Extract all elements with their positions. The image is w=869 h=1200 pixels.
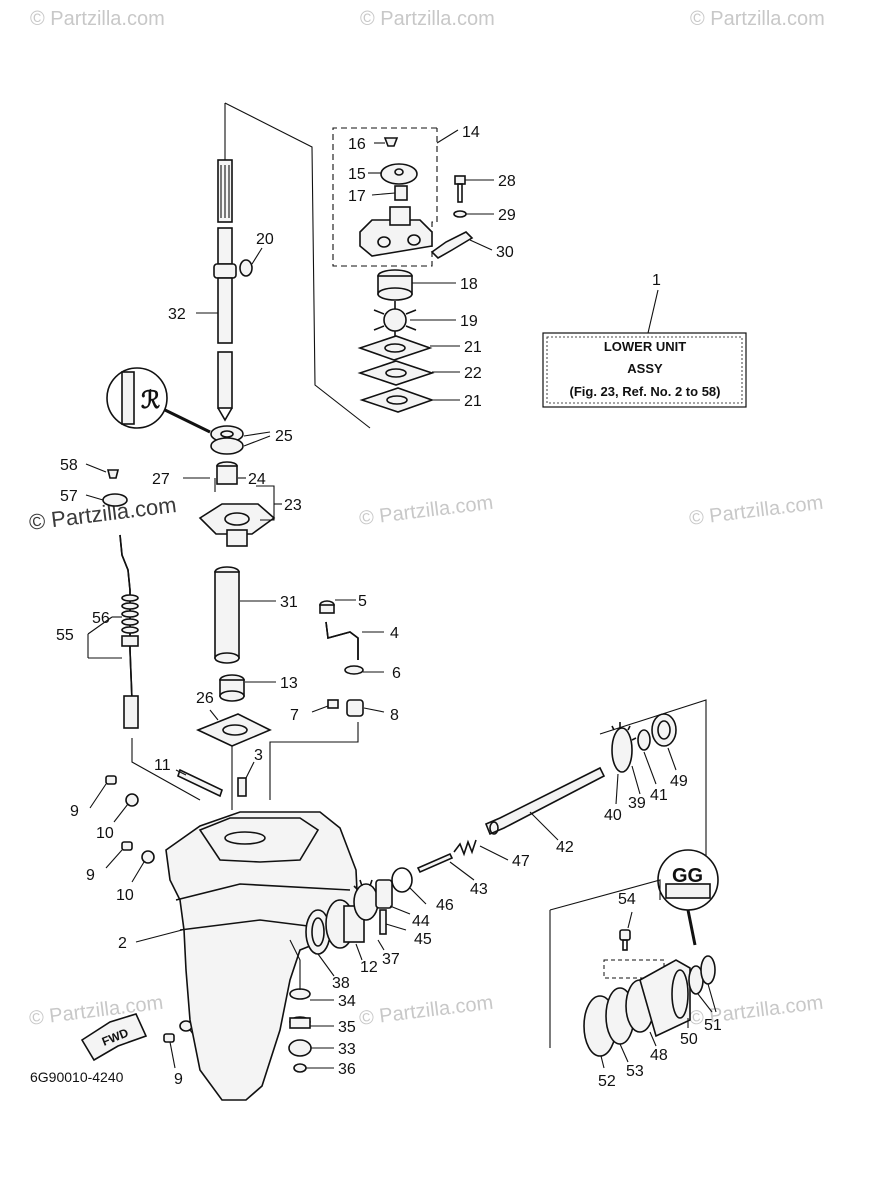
callout-10a: 10 (96, 825, 114, 842)
callout-10b: 10 (116, 887, 134, 904)
callout-51: 51 (704, 1017, 722, 1034)
detail-r-icon: ℛ (141, 387, 160, 414)
detail-circle-gg: GG (657, 849, 719, 946)
callout-9a: 9 (70, 803, 79, 820)
callout-39: 39 (628, 795, 646, 812)
propeller-shaft-group: 42 40 39 41 49 43 47 46 44 45 (375, 699, 707, 948)
callout-19: 19 (460, 313, 478, 330)
seal-25: 25 (210, 425, 293, 455)
watermark: © Partzilla.com (688, 492, 824, 530)
callout-54: 54 (618, 891, 636, 908)
drive-shaft-assembly: 20 32 (168, 102, 371, 429)
callout-21b: 21 (464, 393, 482, 410)
callout-56: 56 (92, 610, 110, 627)
pump-housing-23: 27 24 23 (152, 461, 302, 547)
callout-43: 43 (470, 881, 488, 898)
callout-8: 8 (390, 707, 399, 724)
watermark: © Partzilla.com (358, 992, 494, 1030)
callout-1: 1 (652, 272, 661, 289)
callout-52: 52 (598, 1073, 616, 1090)
callout-9b: 9 (86, 867, 95, 884)
callout-7: 7 (290, 707, 299, 724)
callout-46: 46 (436, 897, 454, 914)
callout-55: 55 (56, 627, 74, 644)
callout-34: 34 (338, 993, 356, 1010)
callout-44: 44 (412, 913, 430, 930)
water-tube-assembly: 5 4 6 7 8 (269, 593, 401, 800)
callout-5: 5 (358, 593, 367, 610)
callout-22: 22 (464, 365, 482, 382)
callout-33: 33 (338, 1041, 356, 1058)
callout-27: 27 (152, 471, 170, 488)
lower-unit-info-box: 1 LOWER UNIT ASSY (Fig. 23, Ref. No. 2 t… (542, 272, 747, 408)
callout-57: 57 (60, 488, 78, 505)
callout-21a: 21 (464, 339, 482, 356)
water-pump-assembly: 14 16 15 17 28 29 30 18 19 (332, 124, 516, 413)
watermark: © Partzilla.com (690, 8, 825, 30)
callout-6: 6 (392, 665, 401, 682)
callout-15: 15 (348, 166, 366, 183)
callout-47: 47 (512, 853, 530, 870)
callout-4: 4 (390, 625, 399, 642)
callout-36: 36 (338, 1061, 356, 1078)
callout-53: 53 (626, 1063, 644, 1080)
callout-41: 41 (650, 787, 668, 804)
callout-3: 3 (254, 747, 263, 764)
callout-25: 25 (275, 428, 293, 445)
callout-2: 2 (118, 935, 127, 952)
detail-gg-icon: GG (672, 865, 703, 887)
watermark: © Partzilla.com (360, 8, 495, 30)
callout-28: 28 (498, 173, 516, 190)
callout-18: 18 (460, 276, 478, 293)
callout-42: 42 (556, 839, 574, 856)
callout-20: 20 (256, 231, 274, 248)
callout-24: 24 (248, 471, 266, 488)
callout-35: 35 (338, 1019, 356, 1036)
tube-31-and-seal: 31 13 26 (195, 566, 298, 747)
callout-13: 13 (280, 675, 298, 692)
callout-14: 14 (462, 124, 480, 141)
callout-50: 50 (680, 1031, 698, 1048)
callout-29: 29 (498, 207, 516, 224)
callout-40: 40 (604, 807, 622, 824)
watermark: © Partzilla.com (358, 492, 494, 530)
callout-31: 31 (280, 594, 298, 611)
callout-17: 17 (348, 188, 366, 205)
callout-49: 49 (670, 773, 688, 790)
callout-26: 26 (196, 690, 214, 707)
info-line-2: ASSY (627, 361, 663, 376)
pinion-gear-group: 38 12 37 34 35 33 36 (288, 879, 400, 1078)
callout-45: 45 (414, 931, 432, 948)
shift-rod-assembly: 58 57 56 55 (56, 457, 201, 801)
callout-11: 11 (154, 757, 171, 774)
bearing-housing-group: 54 52 53 48 50 51 (549, 879, 722, 1090)
callout-23: 23 (284, 497, 302, 514)
callout-48: 48 (650, 1047, 668, 1064)
watermark: © Partzilla.com (30, 8, 165, 30)
callout-30: 30 (496, 244, 514, 261)
callout-37: 37 (382, 951, 400, 968)
drawing-code: 6G90010-4240 (30, 1069, 124, 1085)
watermark: © Partzilla.com (28, 992, 164, 1030)
forward-arrow: FWD (80, 1013, 148, 1062)
info-line-3: (Fig. 23, Ref. No. 2 to 58) (570, 384, 721, 399)
callout-32: 32 (168, 306, 186, 323)
info-line-1: LOWER UNIT (604, 339, 686, 354)
parts-11-3: 11 3 (154, 746, 263, 810)
callout-9c: 9 (174, 1071, 183, 1088)
callout-58: 58 (60, 457, 78, 474)
callout-38: 38 (332, 975, 350, 992)
callout-16: 16 (348, 136, 366, 153)
callout-12: 12 (360, 959, 378, 976)
detail-circle-r: ℛ (106, 367, 211, 434)
